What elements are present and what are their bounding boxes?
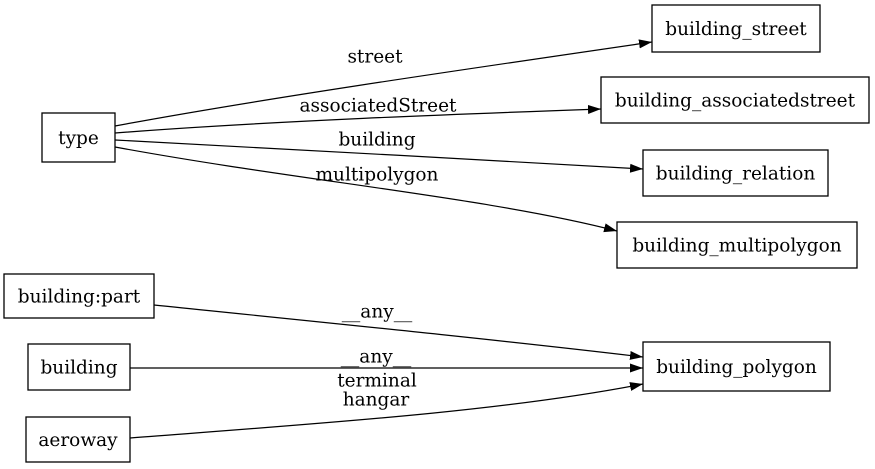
node-label-aeroway: aeroway	[38, 430, 118, 451]
node-box-building_street	[651, 4, 821, 53]
node-box-building_associatedstreet	[600, 76, 870, 124]
edge-label-aeroway-to-building_polygon-1: hangar	[343, 390, 410, 411]
edge-building-part-to-building_polygon	[153, 304, 644, 360]
edge-label-building-part-to-building_polygon-0: __any__	[342, 302, 413, 323]
edge-label-building-to-building_polygon-0: __any__	[341, 347, 412, 368]
edge-label-type-to-building_multipolygon-0: multipolygon	[316, 165, 439, 186]
node-label-building_relation: building_relation	[656, 164, 816, 185]
node-box-type	[41, 112, 116, 163]
nodes-layer: type building_street building_associatedst…	[3, 4, 870, 463]
node-building_associatedstreet: building_associatedstreet	[600, 76, 870, 124]
node-box-building	[27, 343, 131, 391]
edge-type-to-building_associatedstreet	[114, 104, 602, 134]
node-type: type	[41, 112, 116, 163]
edge-label-type-to-building_relation-0: building	[338, 130, 415, 151]
node-box-aeroway	[25, 416, 131, 463]
node-label-type: type	[58, 128, 99, 149]
node-building_multipolygon: building_multipolygon	[616, 221, 858, 269]
edge-label-type-to-building_associatedstreet-0: associatedStreet	[300, 96, 458, 117]
node-building_relation: building_relation	[642, 149, 829, 197]
node-label-building: building	[40, 358, 117, 379]
node-box-building_multipolygon	[616, 221, 858, 269]
node-box-building_relation	[642, 149, 829, 197]
node-building-part: building:part	[3, 273, 155, 319]
node-label-building_polygon: building_polygon	[656, 357, 817, 378]
edges-layer: street associatedStreet building multipolyg…	[114, 39, 653, 439]
node-box-building_polygon	[642, 341, 831, 392]
edge-type-to-building_multipolygon	[114, 146, 618, 233]
node-label-building-part: building:part	[18, 287, 141, 308]
edge-type-to-building_relation	[114, 139, 644, 173]
edge-aeroway-to-building_polygon	[129, 382, 644, 439]
node-box-building-part	[3, 273, 155, 319]
node-building_polygon: building_polygon	[642, 341, 831, 392]
node-label-building_associatedstreet: building_associatedstreet	[615, 91, 856, 112]
node-label-building_street: building_street	[665, 19, 807, 40]
node-building_street: building_street	[651, 4, 821, 53]
edge-label-aeroway-to-building_polygon-0: terminal	[337, 371, 417, 392]
node-label-building_multipolygon: building_multipolygon	[632, 236, 841, 257]
node-aeroway: aeroway	[25, 416, 131, 463]
node-building: building	[27, 343, 131, 391]
edge-type-to-building_street	[114, 39, 653, 127]
edge-label-type-to-building_street-0: street	[347, 47, 403, 68]
